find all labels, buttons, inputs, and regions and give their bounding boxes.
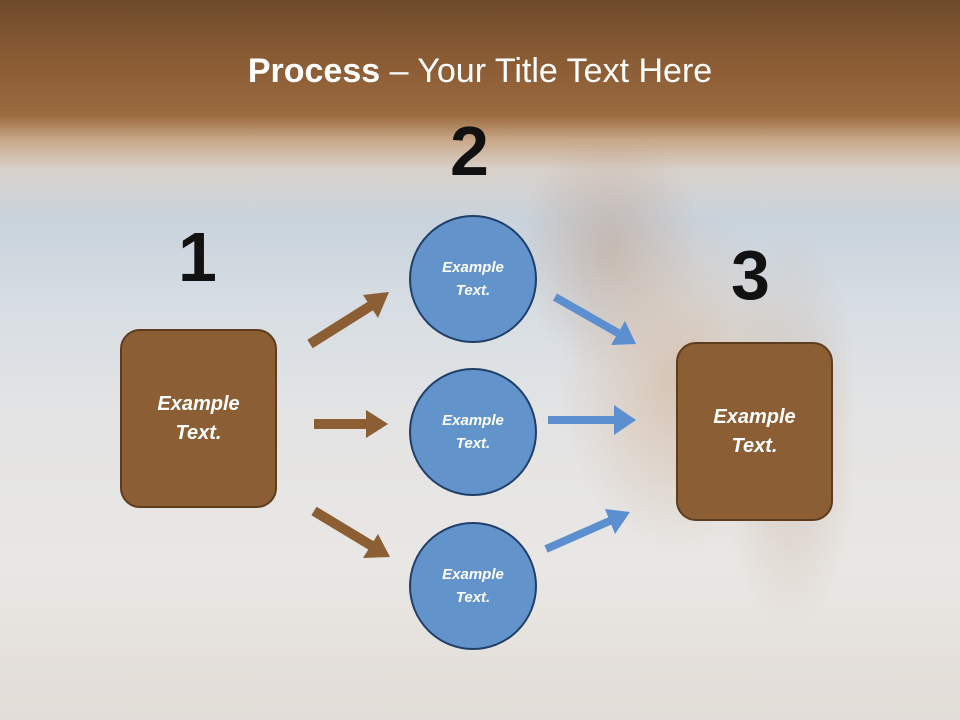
arrow-bottom-to-3 (544, 509, 630, 553)
step-number-1: 1 (178, 218, 217, 296)
step-number-3: 3 (731, 236, 770, 314)
step-1-box-line1: Example (157, 392, 240, 415)
arrow-top-to-3 (553, 293, 636, 345)
circle-bottom-line2: Text. (455, 589, 491, 606)
circle-middle-line2: Text. (455, 435, 491, 452)
slide-title: Process – Your Title Text Here (0, 52, 960, 91)
arrow-middle-to-3 (548, 405, 636, 435)
step-3-box-line1: Example (713, 405, 796, 428)
arrow-1-to-bottom (311, 506, 390, 558)
step-1-box-line2: Text. (175, 421, 222, 444)
arrow-1-to-top (307, 292, 389, 349)
step-3-box-line2: Text. (731, 434, 778, 457)
circle-middle-line1: Example (442, 412, 504, 429)
circle-top-line1: Example (442, 259, 504, 276)
circle-bottom-line1: Example (442, 566, 504, 583)
circle-top-line2: Text. (455, 282, 491, 299)
arrow-1-to-middle (314, 410, 388, 438)
step-number-2: 2 (450, 112, 489, 190)
title-bold: Process (247, 52, 381, 90)
title-rest: – Your Title Text Here (380, 52, 713, 90)
